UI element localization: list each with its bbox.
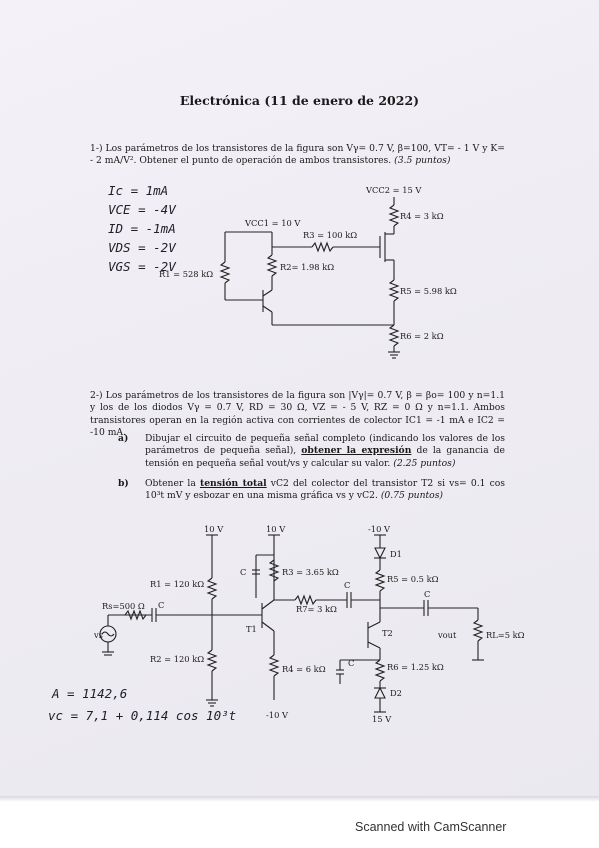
c1-r6-label: R6 = 2 kΩ	[400, 331, 444, 341]
c2-c-emitter: C	[348, 658, 355, 668]
qb-underlined: tensión total	[199, 478, 267, 489]
answer-vgs: VGS = -2V	[108, 259, 176, 274]
qb-text-1: Obtener la	[145, 478, 200, 489]
c2-rs: Rs=500 Ω	[102, 601, 145, 611]
c2-t1: T1	[246, 624, 257, 634]
c2-vout: vout	[438, 630, 457, 640]
c2-r7: R7= 3 kΩ	[296, 604, 337, 614]
qa-text-2: de la ganancia de tensión en pequeña señ…	[145, 445, 505, 469]
c2-10v-a: 10 V	[204, 524, 224, 534]
question-2a: Dibujar el circuito de pequeña señal com…	[145, 433, 505, 470]
qa-underlined: obtener la expresión	[301, 445, 412, 457]
c1-r3-label: R3 = 100 kΩ	[303, 230, 358, 240]
c2-d2: D2	[390, 688, 402, 698]
c2-15v: 15 V	[372, 714, 392, 724]
question-1: 1-) Los parámetros de los transistores d…	[90, 143, 505, 168]
question-2b: Obtener la tensión total vC2 del colecto…	[145, 478, 505, 503]
q1-points: (3.5 puntos)	[394, 155, 451, 167]
q1-text: Los parámetros de los transistores de la…	[90, 143, 505, 167]
qb-points: (0.75 puntos)	[380, 490, 444, 502]
c2-r5: R5 = 0.5 kΩ	[387, 574, 439, 584]
c1-r2-label: R2= 1.98 kΩ	[280, 262, 335, 272]
c1-vcc2-label: VCC2 = 15 V	[366, 185, 422, 195]
c1-r4-label: R4 = 3 kΩ	[400, 211, 444, 221]
c1-vcc1-label: VCC1 = 10 V	[245, 218, 301, 228]
c2-m10v-top: -10 V	[368, 524, 390, 534]
answer-vce: VCE = -4V	[108, 202, 176, 217]
q2-text: Los parámetros de los transistores de la…	[90, 390, 505, 438]
c2-t2: T2	[382, 628, 393, 638]
c2-d1: D1	[390, 549, 402, 559]
c2-r4: R4 = 6 kΩ	[282, 664, 326, 674]
qb-text-2: vC2 del colector del transistor T2 si vs…	[145, 478, 506, 502]
scanner-watermark: Scanned with CamScanner	[355, 820, 507, 834]
c2-m10v-bot: -10 V	[266, 710, 288, 720]
c2-rl: RL=5 kΩ	[486, 630, 525, 640]
paper-sheet	[0, 0, 599, 800]
c2-c-input: C	[158, 600, 165, 610]
exam-title: Electrónica (11 de enero de 2022)	[179, 93, 420, 108]
q2-prefix: 2-)	[90, 390, 106, 401]
c2-c-output: C	[424, 589, 431, 599]
qa-points: (2.25 puntos)	[393, 457, 456, 469]
c2-r6: R6 = 1.25 kΩ	[387, 662, 444, 672]
item-b-label: b)	[118, 478, 129, 489]
c2-c-coupling: C	[344, 580, 351, 590]
c2-10v-b: 10 V	[266, 524, 286, 534]
question-2: 2-) Los parámetros de los transistores d…	[90, 390, 505, 439]
sheet-edge	[0, 796, 599, 802]
q1-prefix: 1-)	[90, 143, 106, 154]
answer-ic: Ic = 1mA	[108, 183, 169, 198]
answer-gain: A = 1142,6	[52, 686, 128, 701]
c1-r5-label: R5 = 5.98 kΩ	[400, 286, 457, 296]
c2-r1: R1 = 120 kΩ	[150, 579, 205, 589]
c2-r3: R3 = 3.65 kΩ	[282, 567, 339, 577]
answer-id: ID = -1mA	[108, 221, 176, 236]
item-a-label: a)	[118, 433, 129, 444]
answer-vc: vc = 7,1 + 0,114 cos 10³t	[48, 708, 237, 723]
c2-vs: vs	[94, 630, 103, 640]
qa-text-1: Dibujar el circuito de pequeña señal com…	[145, 433, 505, 457]
answer-vds: VDS = -2V	[108, 240, 176, 255]
c2-r2: R2 = 120 kΩ	[150, 654, 205, 664]
c1-r1-label: R1 = 528 kΩ	[159, 269, 214, 279]
c2-c-bypass: C	[240, 567, 247, 577]
